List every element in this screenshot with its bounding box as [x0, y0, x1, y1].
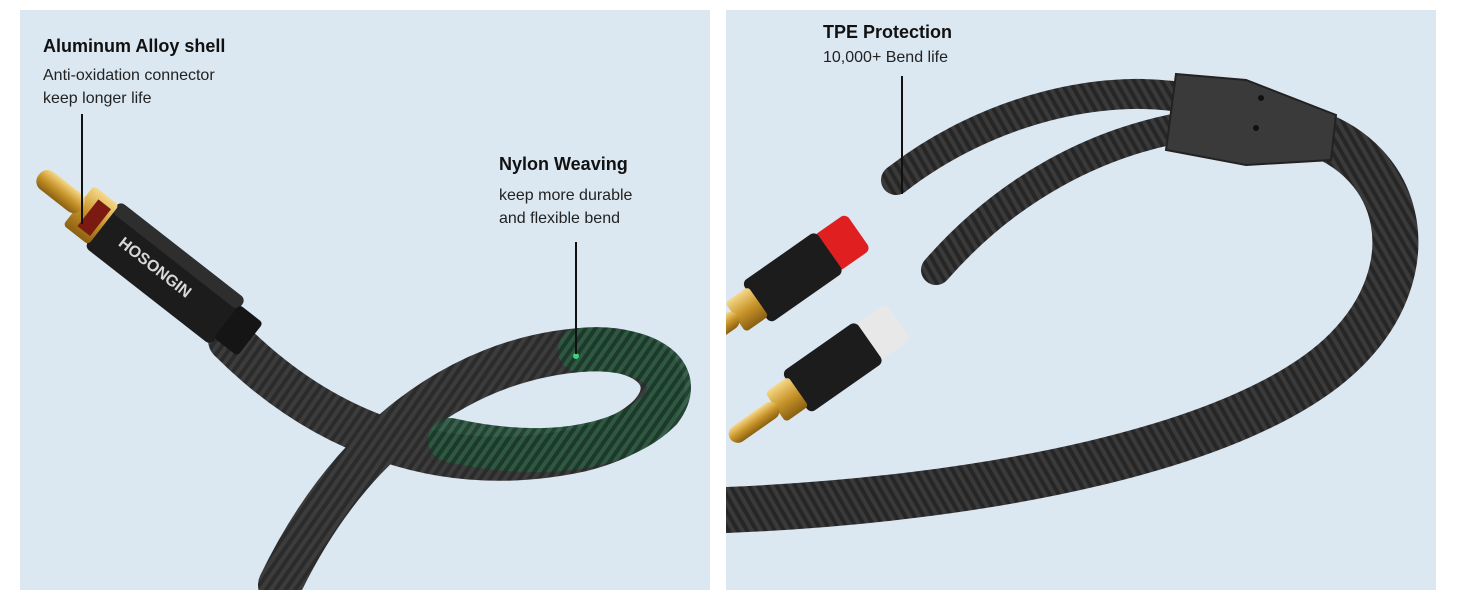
rca-connector: HOSONGIN	[36, 169, 262, 355]
callout-nylon-line-1: keep more durable	[499, 187, 633, 204]
main-cable	[726, 107, 1419, 533]
single-rca-cable-illustration: HOSONGIN	[36, 169, 691, 590]
white-rca-connector	[728, 305, 909, 443]
cable-loop-highlight	[428, 327, 691, 472]
callout-shell-title: Aluminum Alloy shell	[43, 36, 226, 56]
y-splitter	[1164, 72, 1338, 167]
callout-nylon-line-2: and flexible bend	[499, 210, 620, 227]
callout-tpe-line-1: 10,000+ Bend life	[823, 49, 948, 66]
callout-shell-line-2: keep longer life	[43, 90, 152, 107]
red-rca-connector	[726, 215, 869, 353]
leader-dot	[573, 353, 579, 359]
left-product-panel: HOSONGIN Aluminum Alloy shell Anti-oxida…	[20, 10, 710, 590]
callout-nylon-leader	[575, 242, 577, 354]
callout-shell-line-1: Anti-oxidation connector	[43, 67, 215, 84]
callout-tpe-leader	[901, 76, 903, 194]
branch-cable-red	[881, 78, 1211, 195]
callout-nylon-title: Nylon Weaving	[499, 154, 628, 174]
right-product-panel: TPE Protection 10,000+ Bend life	[726, 10, 1436, 590]
branch-cable-white	[921, 110, 1211, 285]
callout-shell-leader	[81, 114, 83, 224]
y-split-rca-cable-illustration	[726, 72, 1419, 533]
callout-tpe-title: TPE Protection	[823, 22, 953, 42]
